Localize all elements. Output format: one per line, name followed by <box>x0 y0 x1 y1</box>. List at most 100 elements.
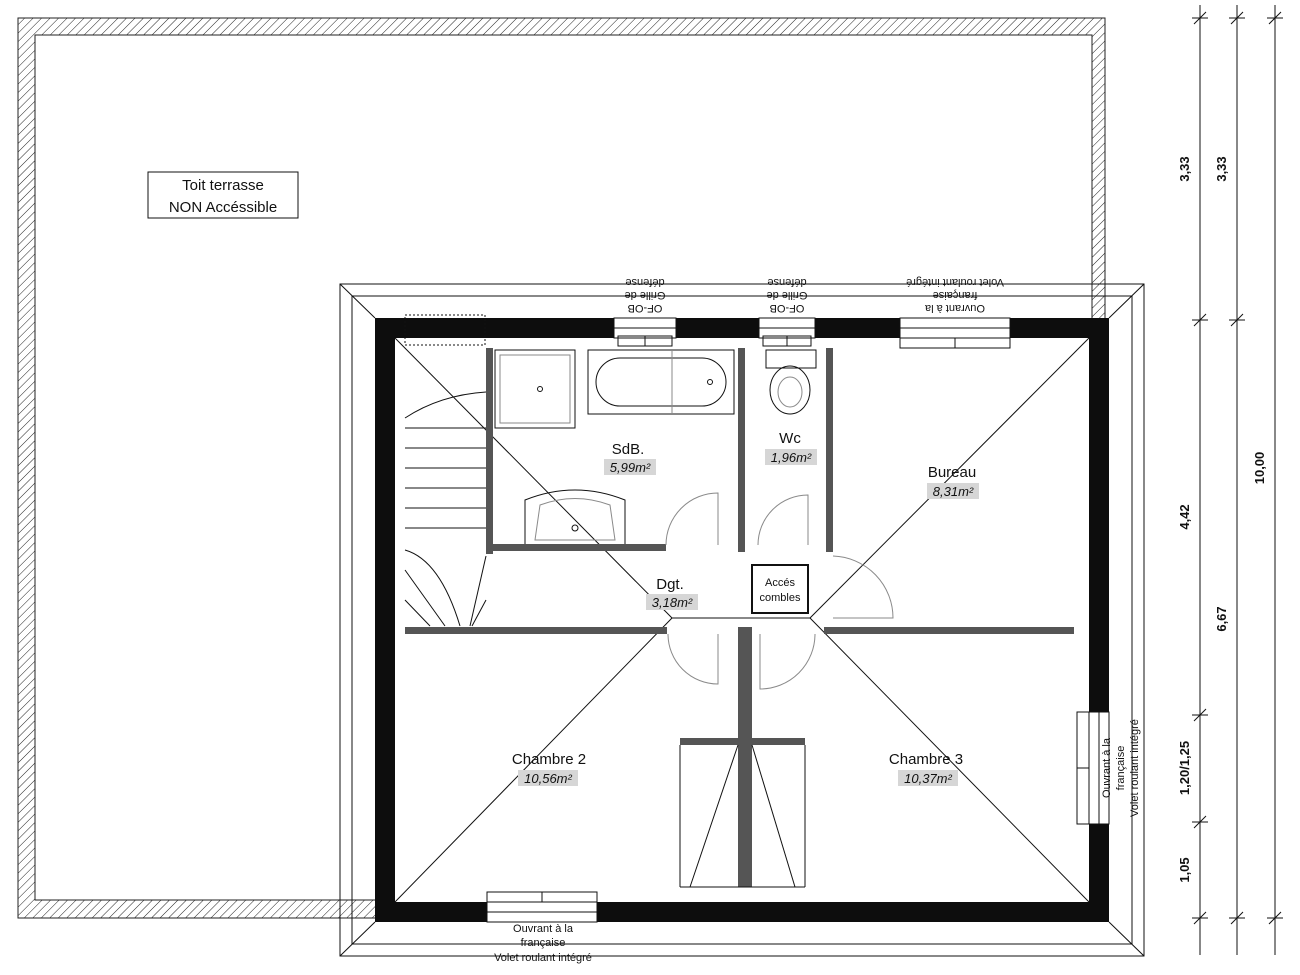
room-area-bureau: 8,31m² <box>933 484 974 499</box>
dim-col1-1: 4,42 <box>1177 504 1192 529</box>
partition-wc-bureau <box>826 348 833 552</box>
shower-tray <box>494 349 576 429</box>
room-name-wc: Wc <box>779 430 801 447</box>
annotation-sdb-grille2: défense <box>625 276 664 288</box>
annotation-bureau-ouvrant2: française <box>933 289 978 301</box>
roof-terrace <box>17 17 1106 919</box>
dim-col2-0: 3,33 <box>1214 156 1229 181</box>
room-area-chambre3: 10,37m² <box>904 771 952 786</box>
annotation-chambre2-ouvrant1: Ouvrant à la <box>513 923 574 935</box>
room-area-wc: 1,96m² <box>771 450 812 465</box>
room-name-chambre2: Chambre 2 <box>512 751 586 768</box>
room-dgt: Dgt. 3,18m² <box>646 576 698 610</box>
closet-lines <box>679 744 806 888</box>
bathtub <box>587 349 735 415</box>
stair-void <box>404 314 486 346</box>
terrace-label: Toit terrasse NON Accéssible <box>147 171 299 219</box>
shower-inner <box>499 354 571 424</box>
toilet-bowl <box>769 365 811 415</box>
room-name-sdb: SdB. <box>612 441 645 458</box>
roof-edge-outer <box>339 283 1145 957</box>
room-bureau: Bureau 8,31m² <box>927 464 979 499</box>
door-bureau <box>832 555 894 619</box>
room-area-dgt: 3,18m² <box>652 595 693 610</box>
attic-access-box <box>751 564 809 614</box>
window-frame-wc <box>758 317 816 347</box>
terrace-line1: Toit terrasse <box>182 177 264 194</box>
toilet-tank <box>765 349 817 369</box>
partition-stair-sdb <box>486 348 493 554</box>
terrace-line2: NON Accéssible <box>169 199 277 216</box>
bathtub-drain <box>707 379 713 385</box>
room-chambre3: Chambre 3 10,37m² <box>889 751 963 786</box>
annotation-window-sdb: OF-OB Grille de défense <box>625 276 666 314</box>
room-area-bg-chambre3 <box>898 770 958 786</box>
door-chambre3 <box>759 633 816 690</box>
partition-sdb-wc <box>738 348 745 552</box>
dimension-lines <box>1192 5 1283 955</box>
sink-drain <box>571 524 579 532</box>
room-name-bureau: Bureau <box>928 464 976 481</box>
annotation-window-chambre2: Ouvrant à la française Volet roulant int… <box>494 923 592 964</box>
dimension-labels: 3,33 4,42 1,20/1,25 1,05 3,33 6,67 10,00 <box>1177 156 1267 882</box>
annotation-window-wc: OF-OB Grille de défense <box>767 276 808 314</box>
dim-col2-1: 6,67 <box>1214 606 1229 631</box>
room-area-bg-sdb <box>604 459 656 475</box>
dim-col1-0: 3,33 <box>1177 156 1192 181</box>
attic-access: Accés combles <box>751 564 809 614</box>
shower-drain <box>537 386 543 392</box>
roof-edge-inner <box>351 295 1133 945</box>
roof-corner-tr <box>1108 283 1145 319</box>
terrace-parapet <box>17 17 1106 919</box>
partition-chambre2-top <box>405 627 667 634</box>
room-wc: Wc 1,96m² <box>765 430 817 465</box>
room-name-dgt: Dgt. <box>656 576 684 593</box>
annotation-sdb-ofob: OF-OB <box>628 302 663 314</box>
partition-chambre2-3 <box>738 627 752 887</box>
terrace-label-box <box>147 171 299 219</box>
staircase <box>404 314 487 627</box>
window-frame-chambre3 <box>1076 711 1110 825</box>
annotation-wc-grille1: Grille de <box>767 289 808 301</box>
room-sdb: SdB. 5,99m² <box>604 441 656 475</box>
dim-col3-0: 10,00 <box>1252 452 1267 485</box>
room-area-sdb: 5,99m² <box>610 460 651 475</box>
partition-sdb-bottom <box>486 544 666 551</box>
annotation-chambre2-ouvrant2: française <box>521 937 566 949</box>
room-area-bg-dgt <box>646 594 698 610</box>
toilet <box>765 349 817 415</box>
annotation-bureau-ouvrant1: Ouvrant à la <box>924 302 985 314</box>
dim-col1-2: 1,20/1,25 <box>1177 741 1192 795</box>
door-wc <box>757 494 809 546</box>
room-area-bg-bureau <box>927 483 979 499</box>
dim-col1-3: 1,05 <box>1177 857 1192 882</box>
annotation-chambre2-volet: Volet roulant intégré <box>494 952 592 964</box>
partition-chambre3-top <box>824 627 1074 634</box>
upper-floor: Accés combles SdB. 5,99m² Wc 1,96m² Bure… <box>339 276 1145 964</box>
room-chambre2: Chambre 2 10,56m² <box>512 751 586 786</box>
annotation-sdb-grille1: Grille de <box>625 289 666 301</box>
annotation-chambre3-volet: Volet roulant intégré <box>1129 719 1141 817</box>
annotation-chambre3-ouvrant1: Ouvrant à la <box>1101 737 1113 798</box>
annotation-wc-grille2: défense <box>767 276 806 288</box>
roof-hip-lines <box>394 337 1090 903</box>
annotation-window-chambre3: Ouvrant à la française Volet roulant int… <box>1101 719 1141 817</box>
sink-counter <box>524 489 626 544</box>
partitions <box>405 348 1074 887</box>
attic-access-line2: combles <box>760 592 801 604</box>
window-frame-chambre2 <box>486 891 598 923</box>
door-chambre2 <box>667 633 719 685</box>
toilet-seat <box>777 376 803 408</box>
doors <box>665 492 894 690</box>
annotation-chambre3-ouvrant2: française <box>1115 746 1127 791</box>
annotation-wc-ofob: OF-OB <box>770 302 805 314</box>
bathtub-basin <box>595 357 727 407</box>
attic-access-line1: Accés <box>765 577 795 589</box>
room-area-chambre2: 10,56m² <box>524 771 572 786</box>
bathtub-body <box>587 349 735 415</box>
sink <box>524 489 626 544</box>
door-sdb <box>665 492 719 546</box>
room-name-chambre3: Chambre 3 <box>889 751 963 768</box>
sink-basin <box>534 498 616 541</box>
